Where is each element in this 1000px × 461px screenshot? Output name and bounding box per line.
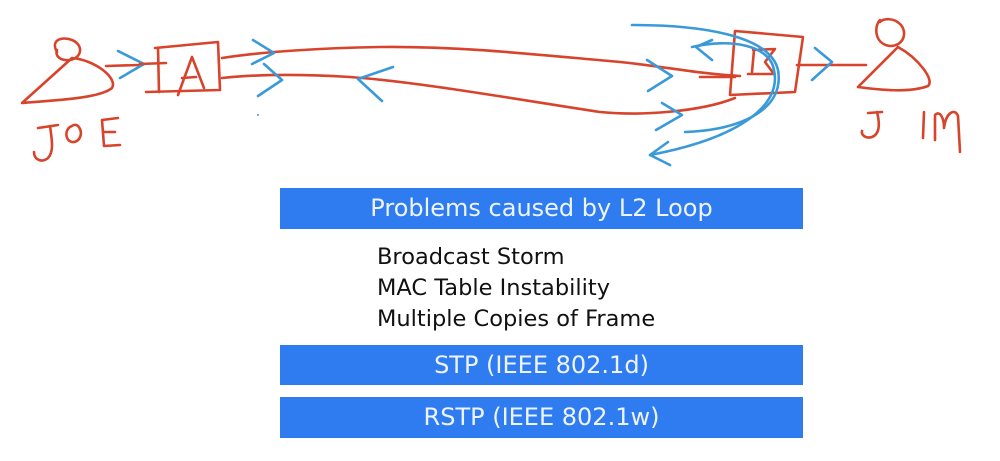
title-text: Problems caused by L2 Loop <box>370 194 713 222</box>
problem-item-broadcast-storm: Broadcast Storm <box>377 244 565 270</box>
rstp-banner: RSTP (IEEE 802.1w) <box>280 397 803 438</box>
rstp-text: RSTP (IEEE 802.1w) <box>423 403 660 431</box>
title-banner: Problems caused by L2 Loop <box>280 188 803 229</box>
problem-item-multiple-copies: Multiple Copies of Frame <box>377 306 656 332</box>
switch-b-icon <box>698 29 805 97</box>
joe-label <box>32 116 122 162</box>
switch-a-icon <box>144 40 222 97</box>
problems-list: Broadcast Storm MAC Table Instability Mu… <box>377 242 655 335</box>
problem-item-mac-table-instability: MAC Table Instability <box>377 275 611 301</box>
stp-text: STP (IEEE 802.1d) <box>434 351 649 379</box>
joe-person-icon <box>20 37 115 105</box>
jim-person-icon <box>856 17 931 92</box>
stp-banner: STP (IEEE 802.1d) <box>280 345 803 385</box>
l2-loop-sketch <box>20 17 962 167</box>
jim-label <box>860 110 962 154</box>
